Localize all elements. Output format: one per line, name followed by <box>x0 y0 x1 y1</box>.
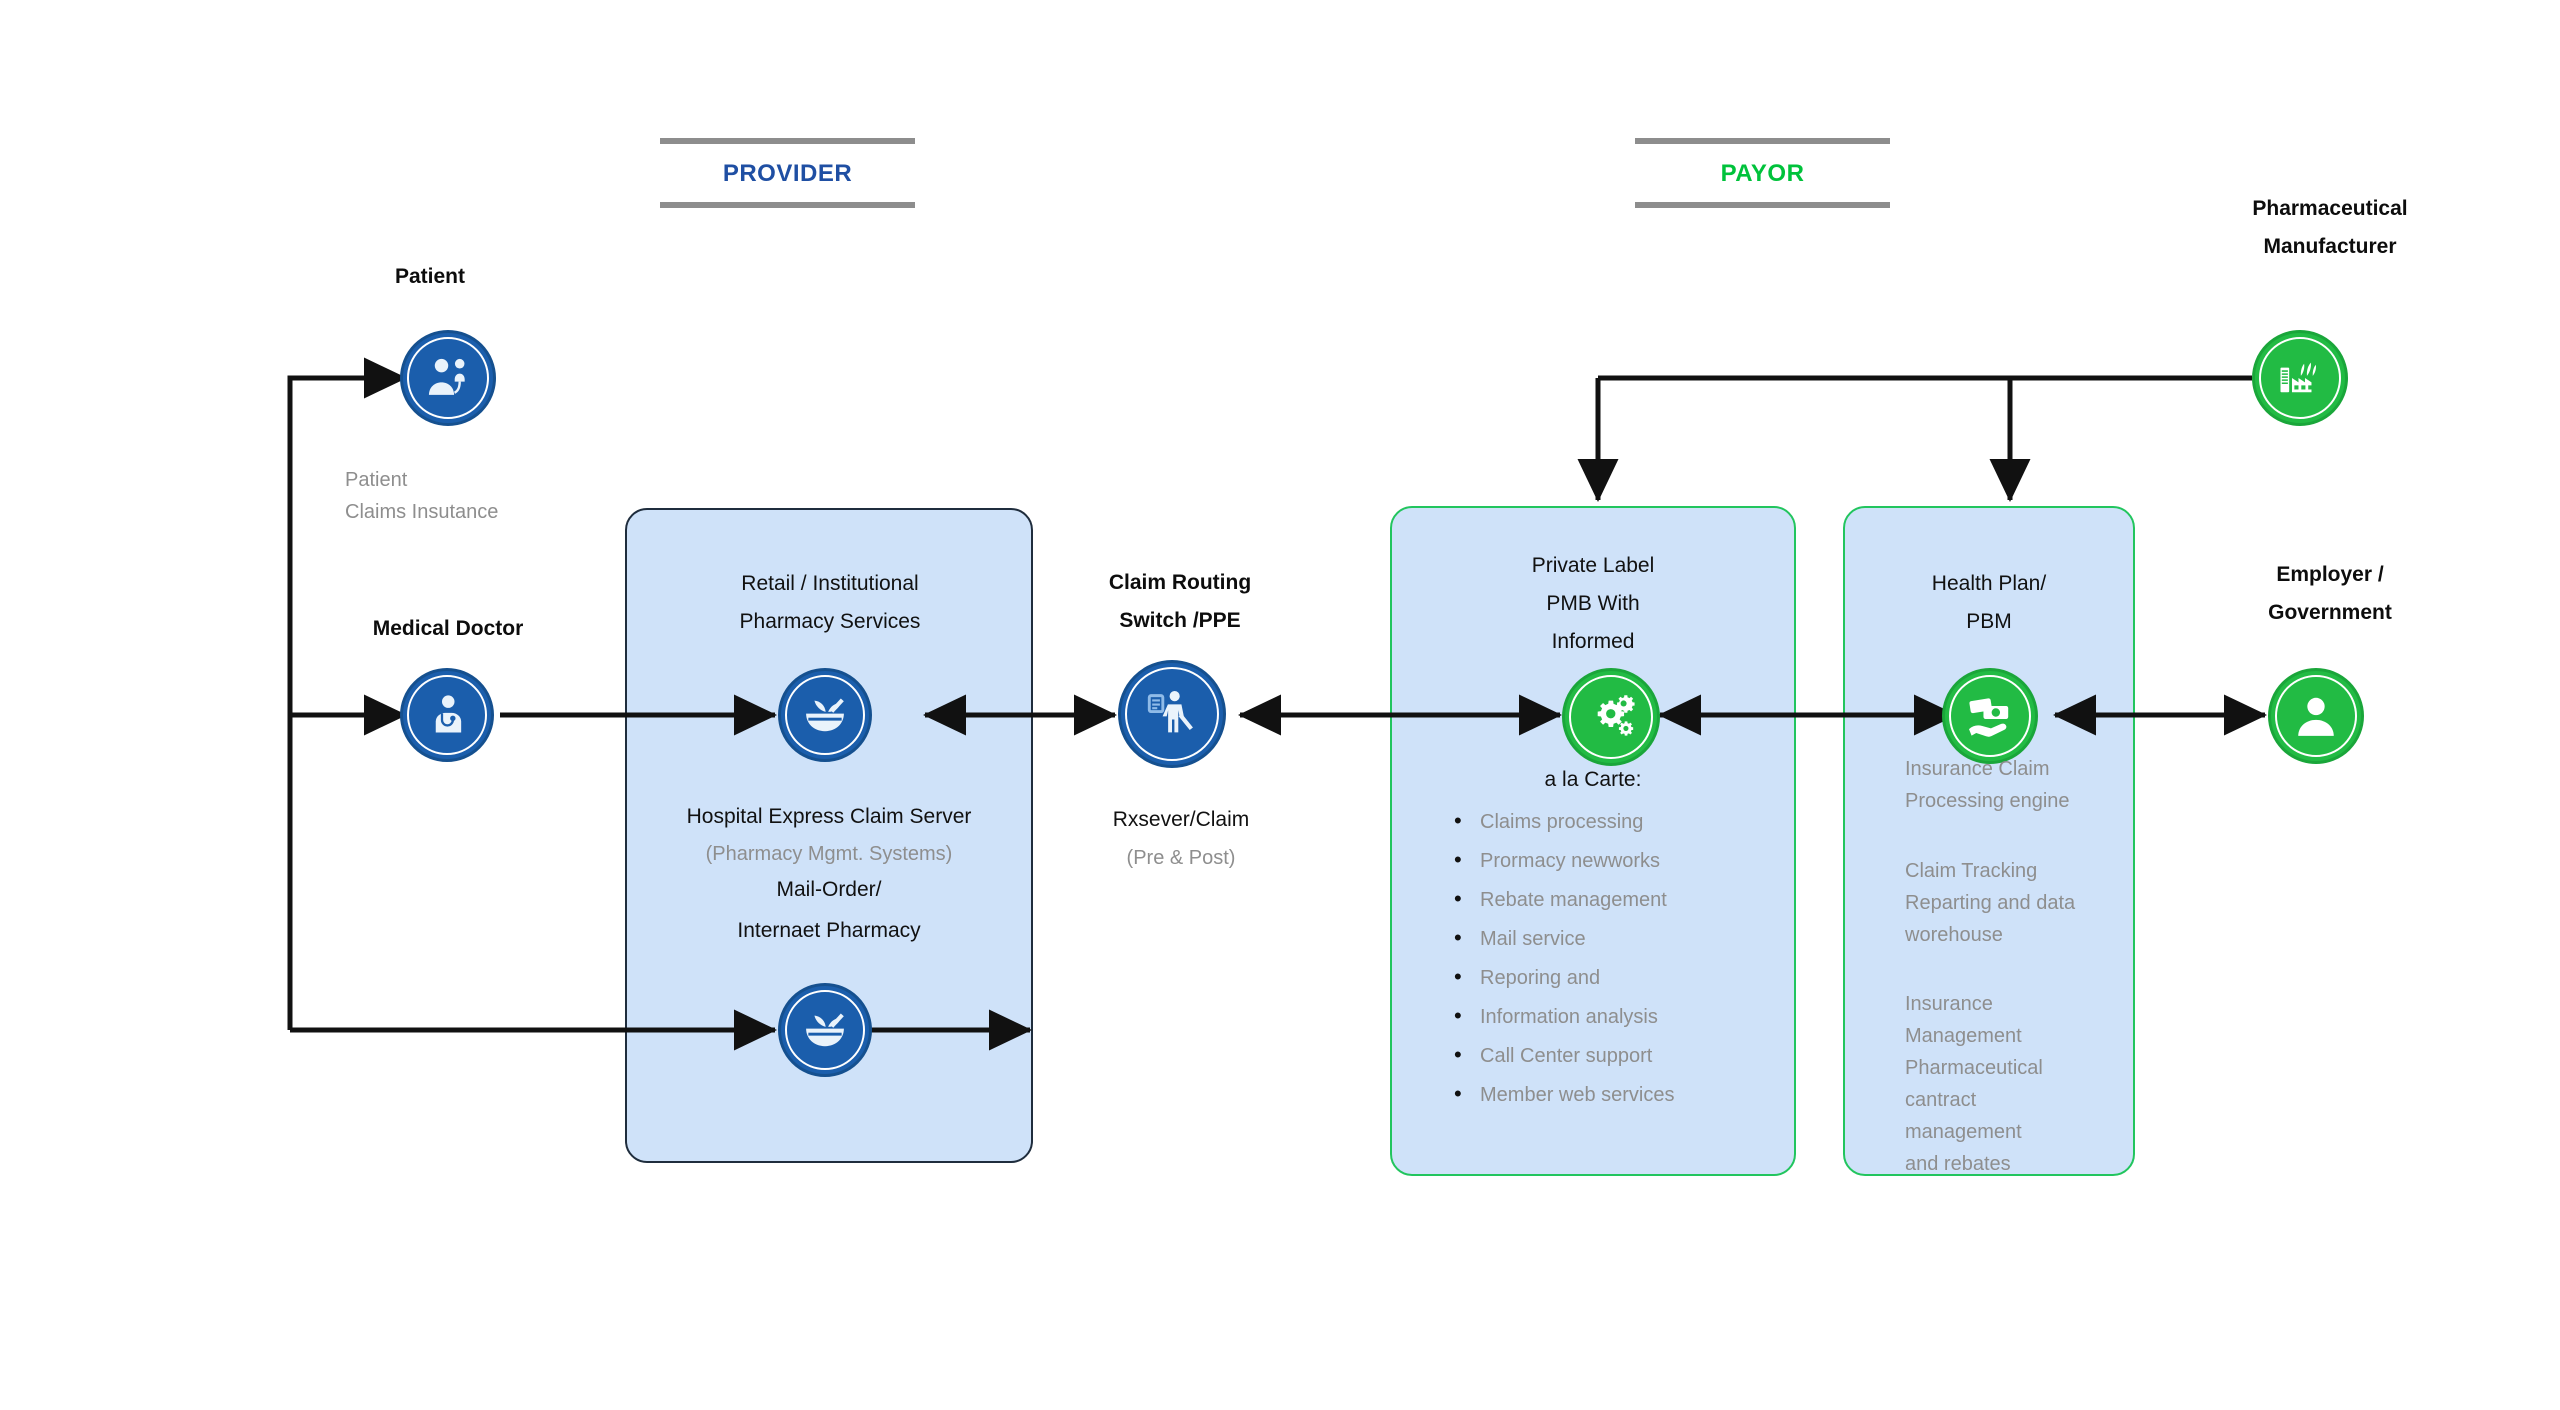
divider-bottom <box>1635 202 1890 208</box>
health-plan-block3-line5: management <box>1905 1121 2022 1143</box>
a-la-carte-list: Claims processing Prormacy newworks Reba… <box>1450 810 1810 1124</box>
health-plan-block2-line1: Claim Tracking <box>1905 860 2038 882</box>
pmb-list-title: a la Carte: <box>1544 768 1642 791</box>
switch-sub-line1: Rxsever/Claim <box>1112 808 1250 831</box>
list-item[interactable]: Mail service <box>1454 927 1810 949</box>
health-plan-block2-line2: Reparting and data <box>1905 892 2076 914</box>
provider-sub-line4: Internaet Pharmacy <box>737 919 921 942</box>
patient-claims-note-line1: Patient <box>345 469 408 491</box>
switch-sub-line2: (Pre & Post) <box>1126 847 1236 869</box>
section-header-provider: PROVIDER <box>660 138 915 208</box>
list-item[interactable]: Information analysis <box>1454 1005 1810 1027</box>
health-plan-block1-line2: Processing engine <box>1905 790 2070 812</box>
patient-icon[interactable] <box>400 330 496 426</box>
employer-title-line1: Employer / <box>2276 563 2384 586</box>
health-plan-block3-line6: and rebates <box>1905 1153 2011 1175</box>
health-plan-panel <box>1843 506 2135 1176</box>
doctor-icon[interactable] <box>400 668 494 762</box>
switch-title-line1: Claim Routing <box>1108 571 1252 594</box>
section-label-payor: PAYOR <box>1720 160 1805 187</box>
divider-top <box>1635 138 1890 144</box>
section-header-payor: PAYOR <box>1635 138 1890 208</box>
medical-doctor-title: Medical Doctor <box>372 617 524 640</box>
list-item[interactable]: Claims processing <box>1454 810 1810 832</box>
health-plan-heading-line1: Health Plan/ <box>1931 572 2047 595</box>
list-item[interactable]: Rebate management <box>1454 888 1810 910</box>
health-plan-block3-line4: cantract <box>1905 1089 1977 1111</box>
patient-title: Patient <box>394 265 465 288</box>
manufacturer-title-line1: Pharmaceutical <box>2252 197 2408 220</box>
list-item[interactable]: Prormacy newworks <box>1454 849 1810 871</box>
employer-title-line2: Government <box>2268 601 2392 624</box>
provider-sub-line1: Hospital Express Claim Server <box>686 805 972 828</box>
patient-claims-note-line2: Claims Insutance <box>345 501 499 523</box>
provider-heading-line2: Pharmacy Services <box>739 610 921 633</box>
factory-icon[interactable] <box>2252 330 2348 426</box>
divider-bottom <box>660 202 915 208</box>
mortar-pestle-icon[interactable] <box>778 668 872 762</box>
list-item[interactable]: Member web services <box>1454 1083 1810 1105</box>
health-plan-block3-line1: Insurance <box>1905 993 1993 1015</box>
pmb-heading-line2: PMB With <box>1546 592 1640 615</box>
gears-icon[interactable] <box>1562 668 1660 766</box>
health-plan-block2-line3: worehouse <box>1905 924 2003 946</box>
pmb-heading-line3: Informed <box>1551 630 1635 653</box>
section-label-provider: PROVIDER <box>722 160 853 187</box>
claim-inspector-icon[interactable] <box>1118 660 1226 768</box>
provider-sub-line2: (Pharmacy Mgmt. Systems) <box>705 843 953 865</box>
list-item[interactable]: Reporing and <box>1454 966 1810 988</box>
divider-top <box>660 138 915 144</box>
manufacturer-title-line2: Manufacturer <box>2263 235 2397 258</box>
person-icon[interactable] <box>2268 668 2364 764</box>
switch-title-line2: Switch /PPE <box>1119 609 1241 632</box>
health-plan-block3-line3: Pharmaceutical <box>1905 1057 2043 1079</box>
health-plan-heading-line2: PBM <box>1966 610 2012 633</box>
pmb-heading-line1: Private Label <box>1531 554 1655 577</box>
provider-heading-line1: Retail / Institutional <box>741 572 919 595</box>
health-plan-block3-line2: Management <box>1905 1025 2022 1047</box>
health-plan-block1-line1: Insurance Claim <box>1905 758 2050 780</box>
money-hand-icon[interactable] <box>1942 668 2038 764</box>
provider-sub-line3: Mail-Order/ <box>776 878 882 901</box>
mortar-pestle-icon-mail-order[interactable] <box>778 983 872 1077</box>
list-item[interactable]: Call Center support <box>1454 1044 1810 1066</box>
